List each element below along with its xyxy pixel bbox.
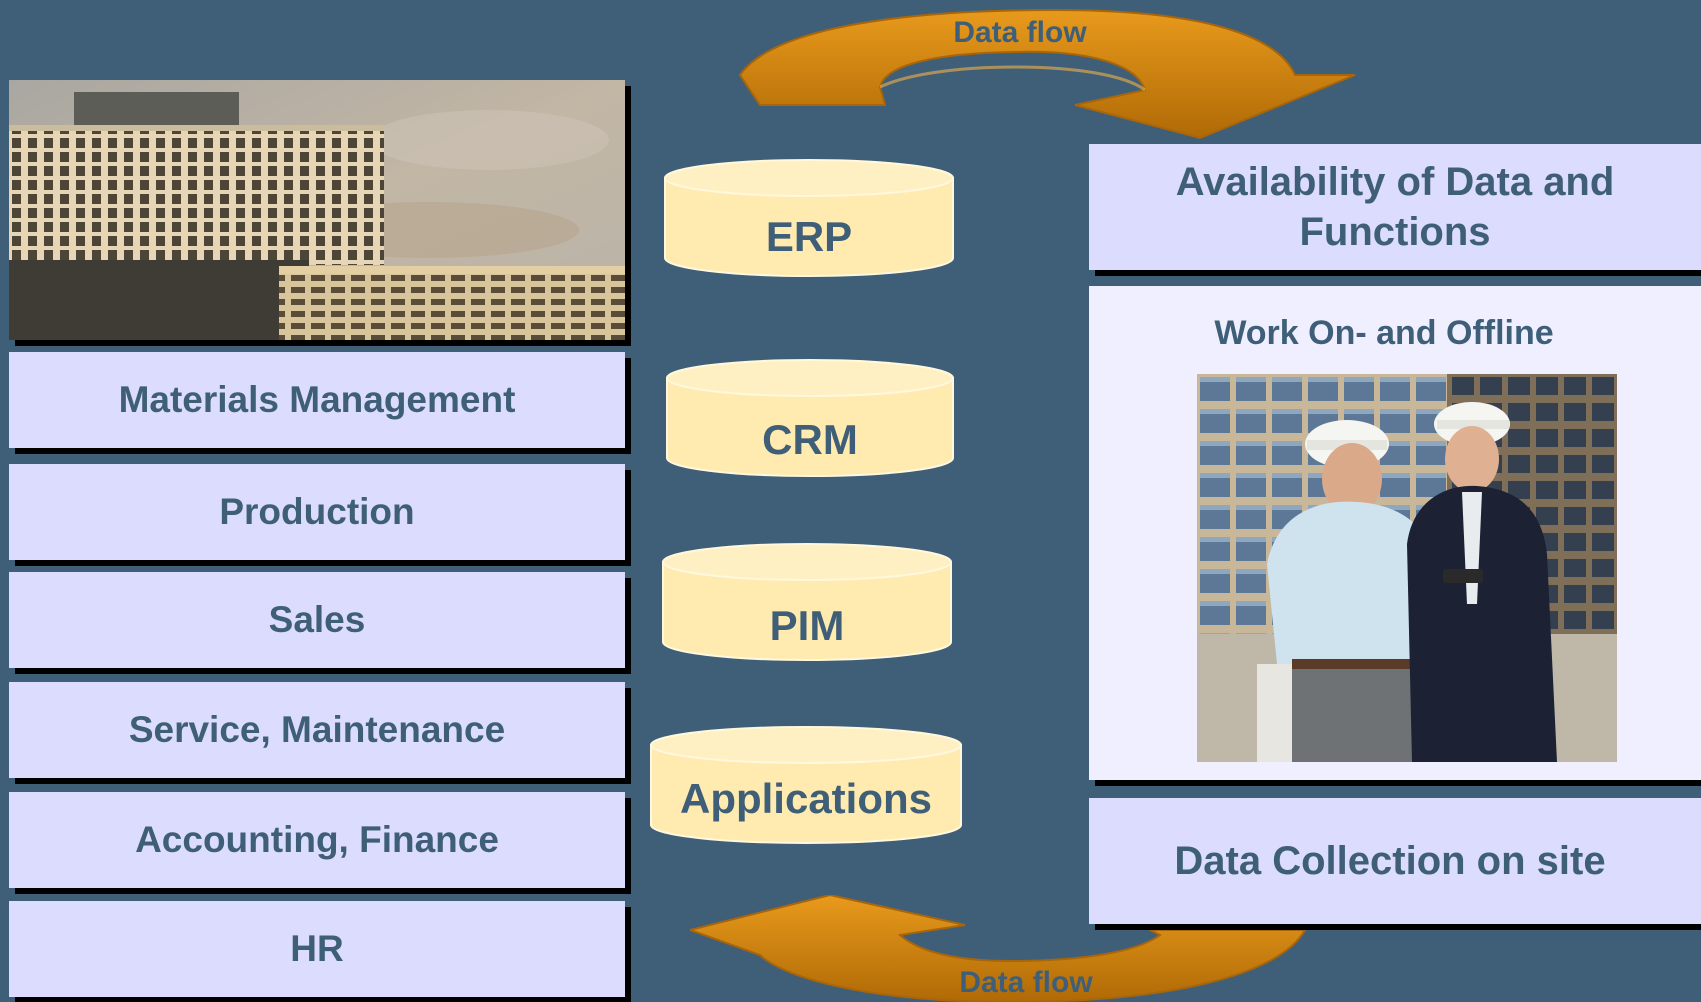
- database-pim: PIM: [661, 542, 953, 662]
- database-crm-label: CRM: [762, 416, 858, 463]
- data-collection-box: Data Collection on site: [1089, 798, 1701, 924]
- function-service-maintenance: Service, Maintenance: [9, 682, 625, 778]
- database-crm: CRM: [665, 358, 955, 478]
- bottom-data-flow-arrow: [690, 895, 1307, 1002]
- bottom-data-flow-label: Data flow: [959, 966, 1093, 999]
- top-data-flow-label: Data flow: [953, 16, 1087, 49]
- work-panel: Work On- and Offline: [1089, 286, 1701, 780]
- function-materials-management: Materials Management: [9, 352, 625, 448]
- work-title: Work On- and Offline: [1214, 314, 1554, 352]
- database-erp: ERP: [663, 158, 955, 278]
- database-pim-label: PIM: [769, 602, 845, 649]
- engineers-photo: [1197, 374, 1617, 762]
- office-building-photo: [9, 80, 625, 340]
- database-applications-label: Applications: [679, 775, 933, 822]
- availability-box: Availability of Data and Functions: [1089, 144, 1701, 270]
- database-applications: Applications: [649, 725, 963, 845]
- function-production: Production: [9, 464, 625, 560]
- top-data-flow-arrow: [738, 8, 1356, 140]
- availability-text: Availability of Data and Functions: [1175, 160, 1615, 254]
- function-accounting-finance: Accounting, Finance: [9, 792, 625, 888]
- database-erp-label: ERP: [765, 213, 853, 260]
- function-sales: Sales: [9, 572, 625, 668]
- function-hr: HR: [9, 901, 625, 997]
